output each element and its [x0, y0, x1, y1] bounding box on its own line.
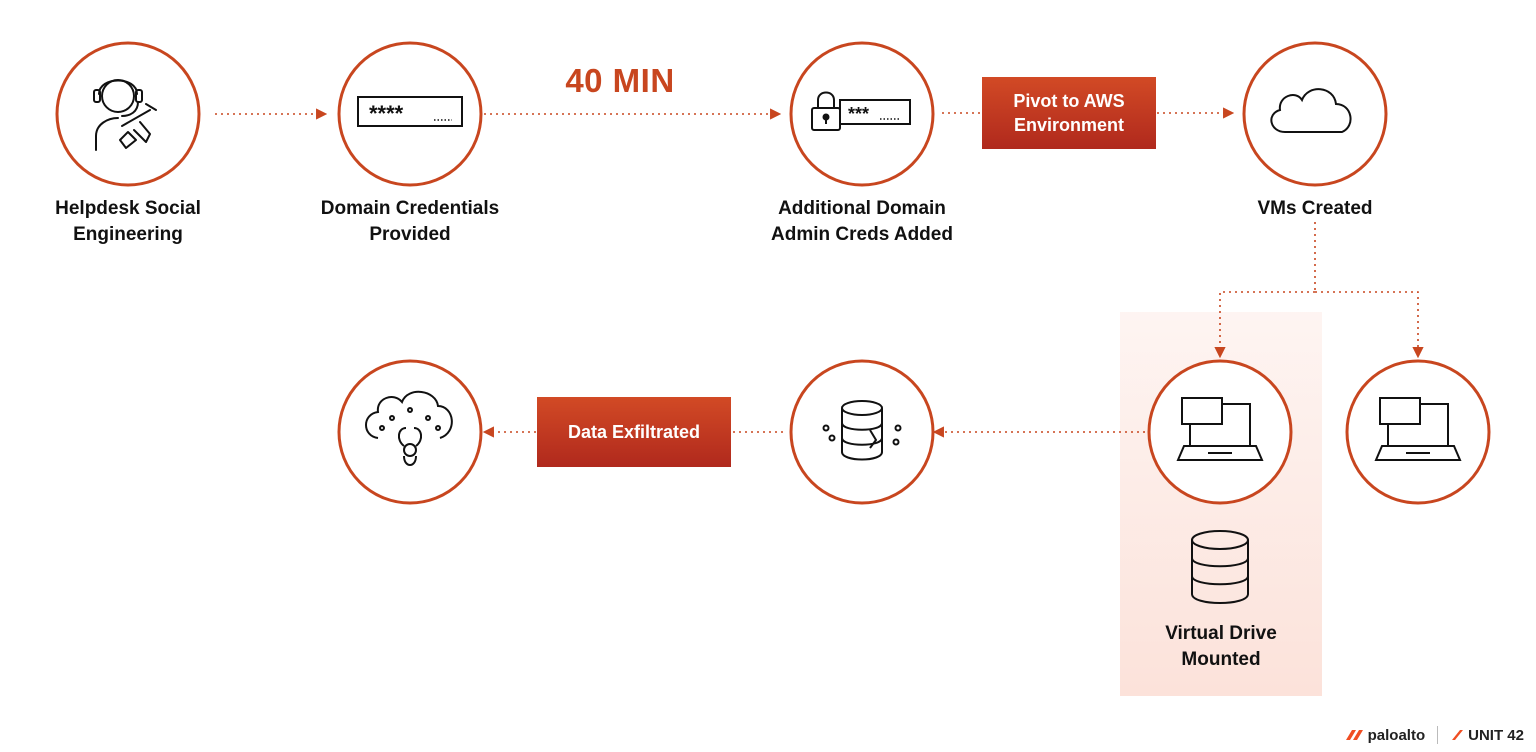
label-vms-created: VMs Created	[1215, 196, 1415, 222]
paloalto-text: paloalto	[1367, 726, 1426, 744]
node-vms-created-circle	[1242, 41, 1388, 187]
exfil-callout: Data Exfiltrated	[537, 397, 731, 467]
pivot-callout-line2: Environment	[1013, 115, 1124, 135]
label-helpdesk: Helpdesk Social Engineering	[28, 196, 228, 248]
database-icon	[1191, 530, 1249, 604]
cloud-icon	[1270, 88, 1352, 133]
node-domain-creds-circle	[337, 41, 483, 187]
footer-logos: paloalto UNIT 42	[1344, 726, 1524, 744]
pivot-callout: Pivot to AWS Environment	[982, 77, 1156, 149]
helpdesk-agent-icon	[93, 79, 157, 151]
paloalto-logo: paloalto	[1344, 726, 1426, 744]
node-data-access-circle	[789, 359, 935, 505]
biohazard-cloud-icon	[365, 391, 453, 466]
unit42-text: UNIT 42	[1468, 726, 1524, 744]
connector-branch-right	[1315, 291, 1424, 359]
connector-branch-left	[1214, 291, 1315, 359]
unit42-logo: UNIT 42	[1450, 727, 1524, 744]
label-admin-creds: Additional Domain Admin Creds Added	[742, 196, 982, 248]
logo-divider	[1437, 726, 1439, 744]
paloalto-mark-icon	[1345, 730, 1363, 740]
password-field-text: ****	[369, 101, 404, 126]
label-virtual-drive-line1: Virtual Drive	[1165, 623, 1277, 644]
label-vms-created-line1: VMs Created	[1257, 198, 1373, 219]
timer-label: 40 MIN	[565, 62, 675, 99]
exfil-callout-line1: Data Exfiltrated	[567, 422, 701, 442]
password-field-icon: ****	[357, 96, 463, 127]
pivot-callout-line1: Pivot to AWS	[1013, 91, 1125, 111]
label-domain-creds: Domain Credentials Provided	[290, 196, 530, 248]
broken-database-icon	[822, 400, 902, 461]
node-vm-b-circle	[1345, 359, 1491, 505]
label-virtual-drive-line2: Mounted	[1181, 649, 1261, 670]
node-exfil-target-circle	[337, 359, 483, 505]
laptop-icon	[1176, 397, 1264, 461]
admin-field-text: ***	[848, 104, 869, 124]
unit42-mark-icon	[1452, 730, 1464, 740]
label-helpdesk-line1: Helpdesk Social	[55, 198, 201, 219]
lock-password-icon	[811, 91, 911, 131]
node-helpdesk-circle	[55, 41, 201, 187]
label-domain-creds-line1: Domain Credentials	[320, 198, 500, 219]
node-admin-creds-circle	[789, 41, 935, 187]
label-admin-creds-line1: Additional Domain	[778, 198, 946, 219]
node-vm-a-circle	[1147, 359, 1293, 505]
label-helpdesk-line2: Engineering	[73, 224, 183, 245]
label-virtual-drive: Virtual Drive Mounted	[1120, 621, 1322, 673]
laptop-icon	[1374, 397, 1462, 461]
label-domain-creds-line2: Provided	[369, 224, 451, 245]
label-admin-creds-line2: Admin Creds Added	[771, 224, 953, 245]
